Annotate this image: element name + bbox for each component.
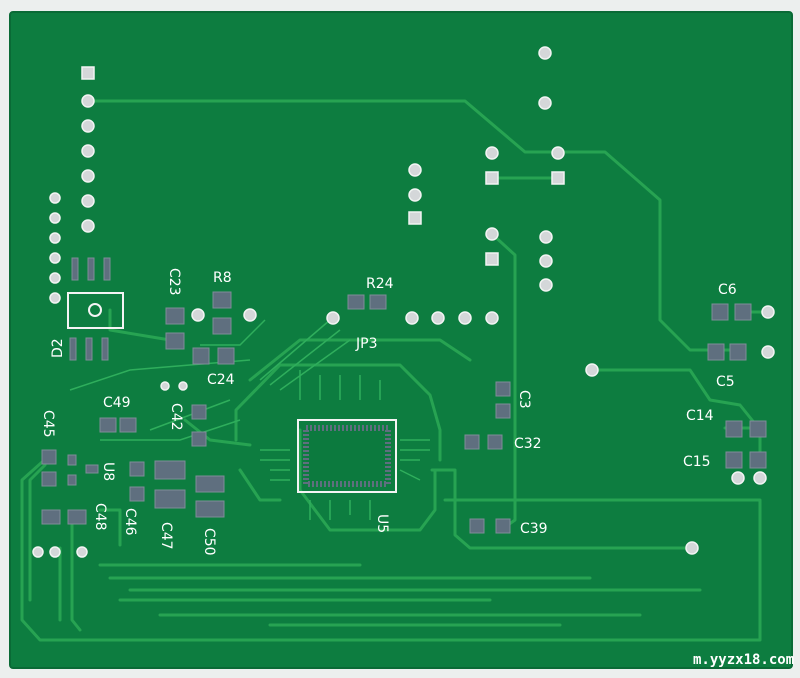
label-jp3: JP3 bbox=[355, 336, 377, 352]
label-c24: C24 bbox=[207, 372, 235, 388]
label-c6: C6 bbox=[718, 282, 737, 298]
label-d2: D2 bbox=[50, 338, 66, 358]
label-c42: C42 bbox=[168, 403, 184, 431]
label-c49: C49 bbox=[103, 395, 131, 411]
watermark: m.yyzx18.com bbox=[693, 652, 794, 668]
vias bbox=[32, 46, 775, 558]
label-u5: U5 bbox=[374, 514, 390, 533]
traces bbox=[20, 99, 770, 642]
label-c45: C45 bbox=[40, 410, 56, 438]
label-c46: C46 bbox=[122, 508, 138, 536]
label-u8: U8 bbox=[100, 462, 116, 481]
label-r24: R24 bbox=[366, 276, 394, 292]
label-c48: C48 bbox=[92, 503, 108, 531]
label-c39: C39 bbox=[520, 521, 548, 537]
label-c23: C23 bbox=[166, 268, 182, 296]
label-c15: C15 bbox=[683, 454, 711, 470]
smd-pads bbox=[41, 257, 767, 534]
label-r8: R8 bbox=[213, 270, 232, 286]
label-c14: C14 bbox=[686, 408, 714, 424]
silkscreen-labels: D2 C23 R8 C24 R24 JP3 C49 C42 C45 U8 C48… bbox=[40, 268, 737, 556]
label-c3: C3 bbox=[516, 390, 532, 409]
label-c32: C32 bbox=[514, 436, 542, 452]
label-c47: C47 bbox=[158, 522, 174, 550]
label-c50: C50 bbox=[201, 528, 217, 556]
label-c5: C5 bbox=[716, 374, 735, 390]
